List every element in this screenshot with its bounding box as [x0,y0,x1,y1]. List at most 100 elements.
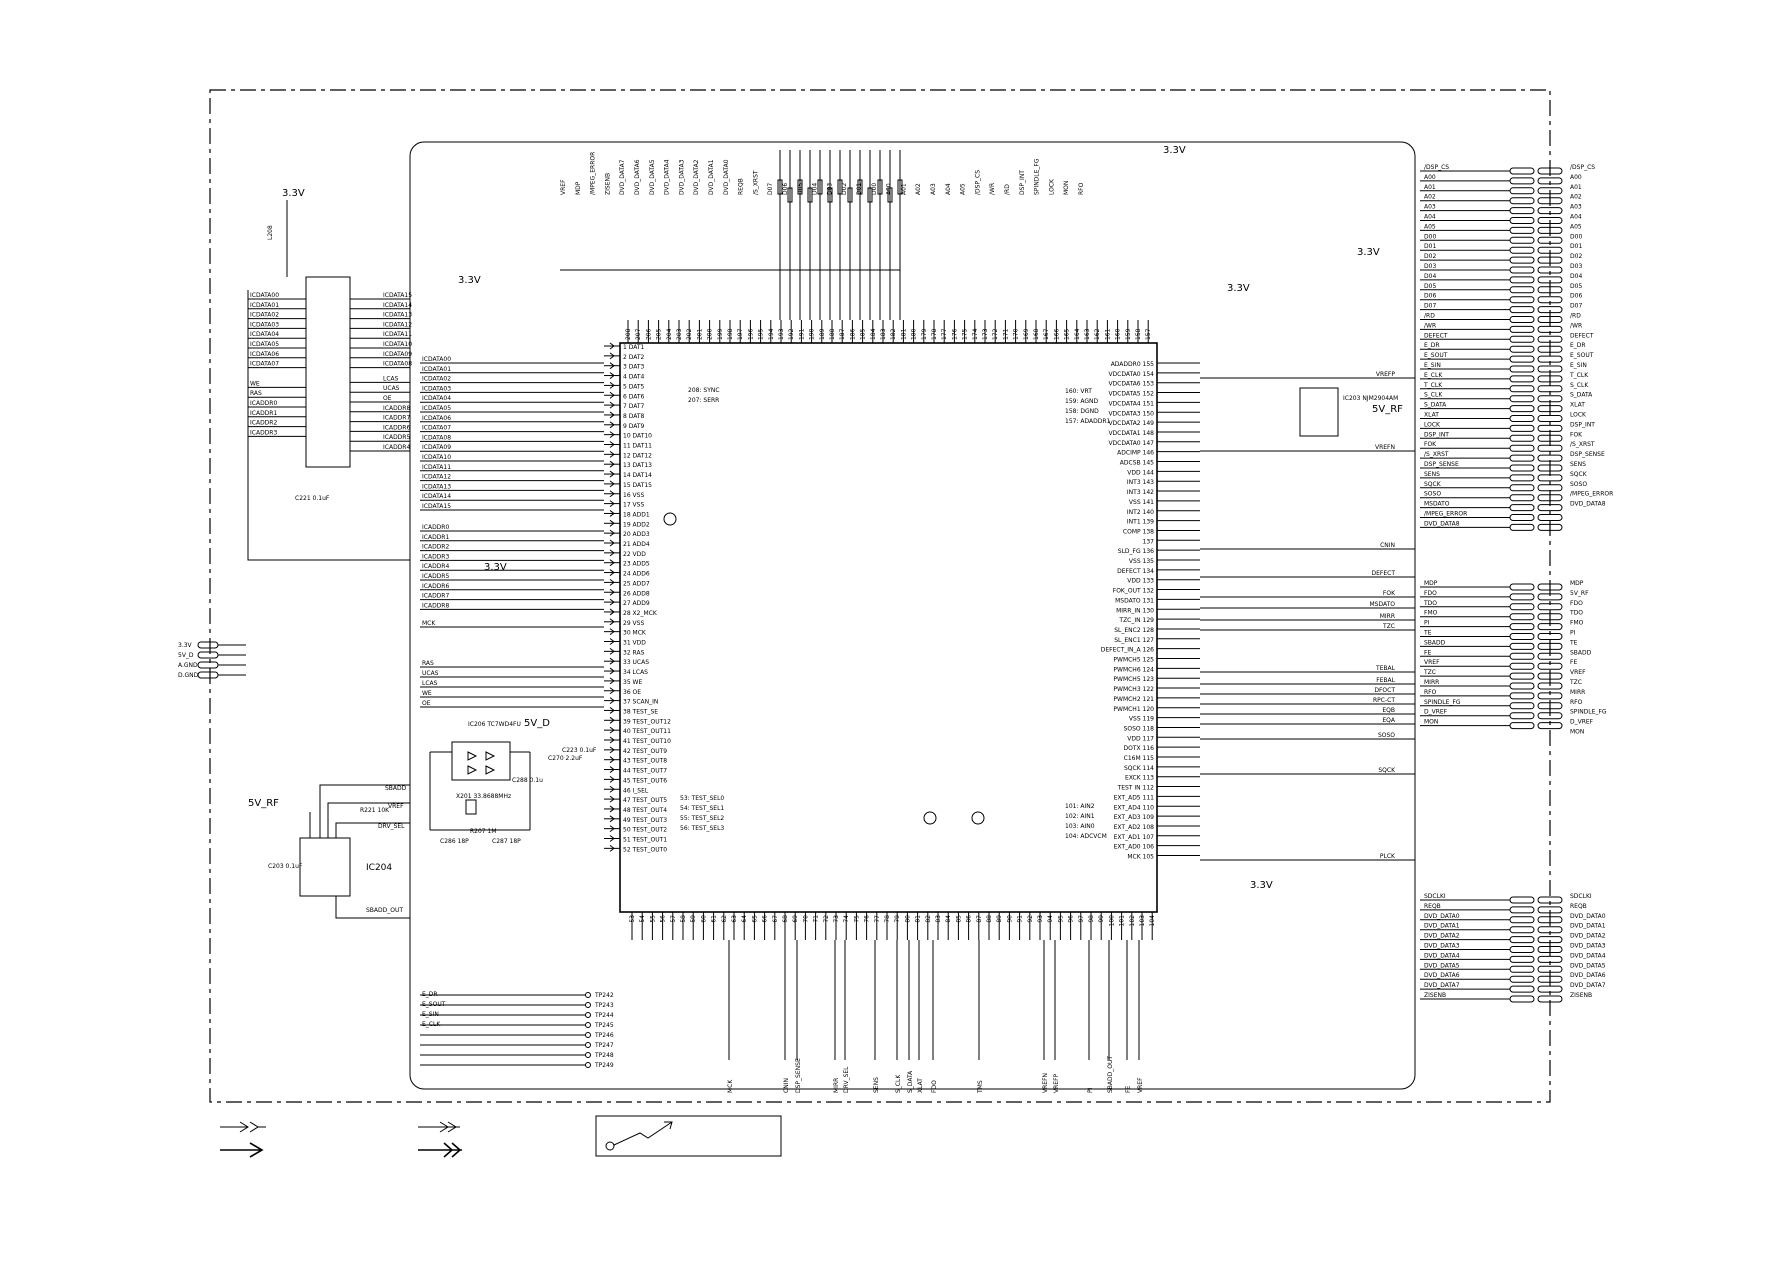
right-misc-label: MSDATO [1369,601,1395,608]
connector-left-label: DVD_DATA7 [1424,982,1460,989]
connector-pin [1537,177,1563,185]
test-point-circle [585,1022,591,1028]
bus-label: ICADDR5 [422,573,449,580]
connector-right-label: D07 [1570,303,1582,310]
legend-box [595,1115,782,1157]
left-pin-label: 22 VDD [623,551,646,558]
connector-pin [1509,702,1535,710]
c287-label: C287 18P [492,838,521,845]
connector-right-label: DVD_DATA7 [1570,982,1606,989]
bottom-signal-label: TMS [977,1080,984,1094]
top-signal-label: DVD_DATA3 [678,159,685,195]
pin-arrow [609,697,615,704]
left-pin-label: 10 DAT10 [623,433,652,440]
connector-left-label: FOK [1424,441,1437,448]
connector-pin [1537,692,1563,700]
connector-right-label: D04 [1570,273,1582,280]
dram-right-label: ICADDR7 [383,415,410,422]
connector-pin [1509,985,1535,993]
power-conn-pin [197,671,219,679]
wire [247,200,410,561]
bottom-signal-label: S_CLK [895,1074,902,1093]
left-pin-label: 44 TEST_OUT7 [623,768,667,775]
main-ic-core [619,342,1158,913]
dram-right-label: ICADDR8 [383,405,410,412]
connector-left-label: TZC [1423,669,1436,676]
connector-left-label: S_DATA [1424,402,1447,409]
connector-right-label: TDO [1569,610,1583,617]
v33-bottom: 3.3V [1250,880,1273,891]
left-pin-label: 40 TEST_OUT11 [623,728,671,735]
note-test-sel3: 56: TEST_SEL3 [680,825,724,832]
right-pin-label: EXT_AD0 106 [1114,844,1155,851]
connector-left-label: E_CLK [1424,372,1443,379]
bus-label: ICADDR2 [422,544,449,551]
resistor [887,187,893,203]
connector-right-label: SDCLKI [1570,893,1592,900]
connector-pin [1537,603,1563,611]
connector-pin [1537,722,1563,730]
v33-right: 3.3V [1357,247,1380,258]
dram-left-label: ICDATA04 [250,331,279,338]
connector-left-label: MIRR [1424,679,1439,686]
connector-pin [1537,906,1563,914]
test-signal-label: E_SOUT [422,1001,446,1008]
connector-pin [1537,995,1563,1003]
left-pin-label: 49 TEST_OUT3 [623,817,667,824]
right-misc-label: SOSO [1378,732,1395,739]
note-test-sel0: 53: TEST_SEL0 [680,795,724,802]
top-signal-label: /DSP_CS [974,170,981,195]
connector-dvd: SDCLKIREQBDVD_DATA0DVD_DATA1DVD_DATA2DVD… [1420,893,1606,1003]
connector-right-label: DSP_INT [1570,421,1595,428]
connector-left-label: MON [1424,719,1438,726]
connector-right-label: LOCK [1570,412,1587,419]
connector-right-label: D00 [1570,233,1582,240]
bottom-signal-label: VREF [1137,1077,1144,1093]
connector-pin [1537,712,1563,720]
connector-pin [1509,722,1535,730]
connector-pin [1537,985,1563,993]
connector-pin [1509,642,1535,650]
ic203: IC203 NJM2904AM [1299,387,1398,437]
connector-pin [1537,955,1563,963]
pin-arrow [609,815,615,823]
right-pin-label: C16M 115 [1124,755,1155,762]
connector-left-label: D00 [1424,233,1436,240]
connector-pin [1509,345,1535,353]
connector-pin [1537,306,1563,314]
right-pin-label: MCK 105 [1127,854,1154,861]
left-pin-label: 23 ADD5 [623,561,650,568]
pin-arrow [609,549,615,557]
top-signal-label: /WR [989,183,996,195]
left-pin-label: 36 OE [623,689,641,696]
bottom-signal-label: CNIN [783,1078,790,1093]
pin-arrow [609,480,615,488]
connector-right-label: SENS [1570,461,1586,468]
c286-label: C286 18P [440,838,469,845]
connector-pin [1537,633,1563,640]
bus-label: ICADDR0 [422,524,449,531]
r221-label: R221 10K [360,807,390,814]
test-point-label: TP244 [594,1012,614,1019]
right-pin-label: INT3 142 [1127,489,1154,496]
pin-arrow [609,608,615,616]
connector-right-label: DVD_DATA4 [1570,952,1606,959]
pin-arrow [609,510,615,517]
top-signal-label: A05 [960,183,967,195]
connector-left-label: FMO [1424,610,1438,617]
connector-right-label: FOK [1570,431,1583,438]
bottom-signal-label: VREFN [1042,1073,1049,1093]
test-point-label: TP242 [594,992,614,999]
left-pin-label: 17 VSS [623,502,644,509]
note-agnd: 159: AGND [1065,398,1099,405]
power-conn-label: D.GND [178,672,199,679]
connector-right-label: SQCK [1570,471,1588,478]
bottom-signal-label: FDO [931,1080,938,1093]
connector-right-label: DVD_DATA0 [1570,913,1606,920]
connector-pin [1537,896,1563,904]
connector-pin [1537,217,1563,224]
connector-pin [1537,286,1563,294]
